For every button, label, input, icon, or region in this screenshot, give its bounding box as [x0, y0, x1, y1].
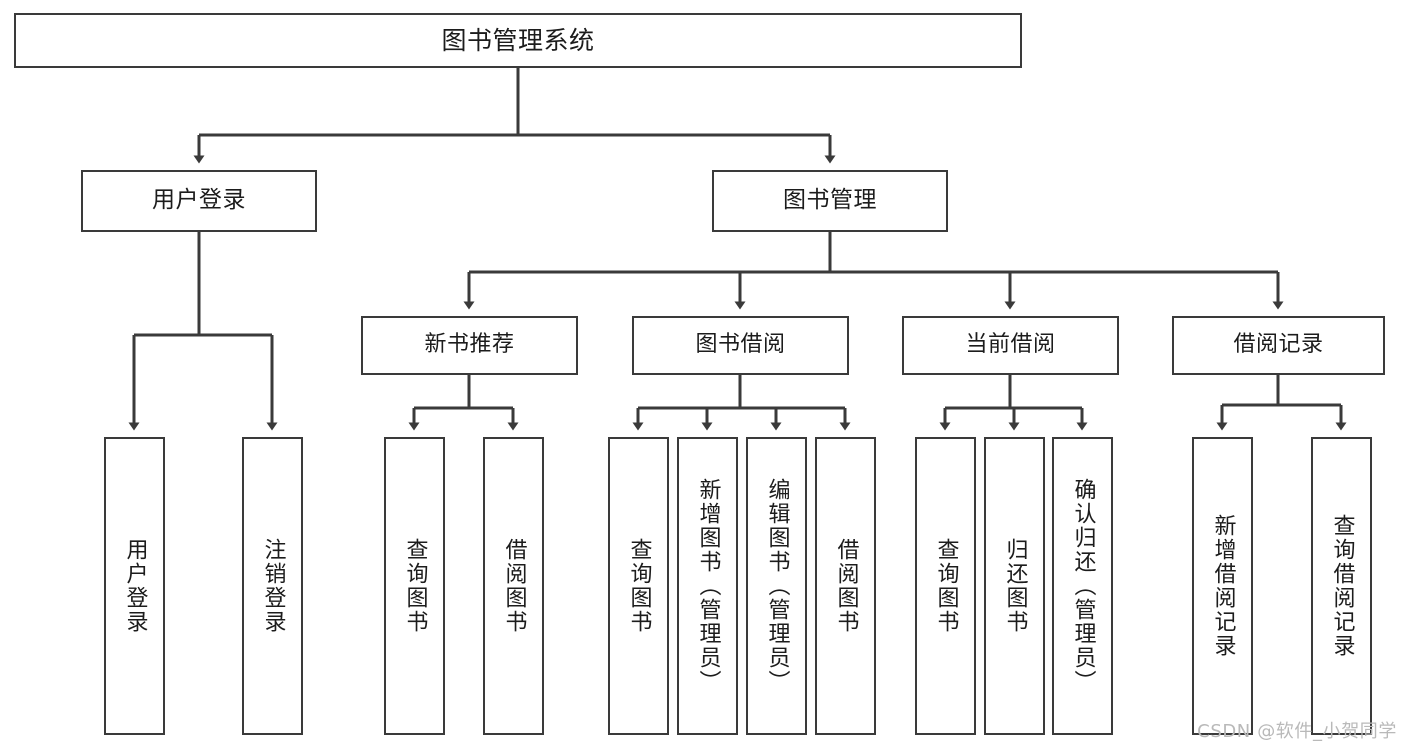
node-leaf-current-query-book[interactable]: 查询图书: [915, 437, 976, 735]
node-borrow-record-label: 借阅记录: [1233, 332, 1324, 358]
node-leaf-borrow-add-book-label: 新增图书（管理员）: [695, 478, 721, 694]
node-leaf-borrow-edit-book[interactable]: 编辑图书（管理员）: [746, 437, 807, 735]
node-leaf-borrow-borrow-book[interactable]: 借阅图书: [815, 437, 876, 735]
node-leaf-rec-borrow-book[interactable]: 借阅图书: [483, 437, 544, 735]
edge-borrow-record-to-leaves: [1216, 375, 1347, 431]
node-leaf-borrow-edit-book-label: 编辑图书（管理员）: [764, 478, 790, 694]
node-borrow-record[interactable]: 借阅记录: [1172, 316, 1385, 375]
node-leaf-record-add-label: 新增借阅记录: [1210, 514, 1236, 658]
node-leaf-current-confirm-return-label: 确认归还（管理员）: [1070, 478, 1096, 694]
node-current-borrow[interactable]: 当前借阅: [902, 316, 1119, 375]
node-user-login-label: 用户登录: [152, 187, 246, 214]
node-leaf-rec-query-book-label: 查询图书: [402, 538, 428, 634]
node-book-manage-label: 图书管理: [783, 187, 877, 214]
node-leaf-rec-borrow-book-label: 借阅图书: [501, 538, 527, 634]
node-leaf-current-confirm-return[interactable]: 确认归还（管理员）: [1052, 437, 1113, 735]
node-leaf-current-return-book[interactable]: 归还图书: [984, 437, 1045, 735]
node-leaf-user-login[interactable]: 用户登录: [104, 437, 165, 735]
node-leaf-record-query-label: 查询借阅记录: [1329, 514, 1355, 658]
node-new-book-recommend[interactable]: 新书推荐: [361, 316, 578, 375]
node-leaf-borrow-query-book-label: 查询图书: [626, 538, 652, 634]
node-leaf-user-login-label: 用户登录: [122, 538, 148, 634]
node-leaf-user-logout-label: 注销登录: [260, 538, 286, 634]
node-leaf-record-add[interactable]: 新增借阅记录: [1192, 437, 1253, 735]
node-book-manage[interactable]: 图书管理: [712, 170, 948, 232]
node-leaf-borrow-query-book[interactable]: 查询图书: [608, 437, 669, 735]
edge-current-borrow-to-leaves: [939, 375, 1088, 431]
csdn-watermark: CSDN @软件_小贺同学: [1197, 721, 1397, 742]
node-root-system[interactable]: 图书管理系统: [14, 13, 1022, 68]
node-new-book-recommend-label: 新书推荐: [424, 332, 515, 358]
node-leaf-current-query-book-label: 查询图书: [933, 538, 959, 634]
node-current-borrow-label: 当前借阅: [965, 332, 1056, 358]
node-leaf-borrow-add-book[interactable]: 新增图书（管理员）: [677, 437, 738, 735]
node-book-borrow[interactable]: 图书借阅: [632, 316, 849, 375]
node-user-login[interactable]: 用户登录: [81, 170, 317, 232]
node-book-borrow-label: 图书借阅: [695, 332, 786, 358]
node-leaf-record-query[interactable]: 查询借阅记录: [1311, 437, 1372, 735]
edge-root-to-level2: [193, 68, 836, 164]
edge-user-login-to-leaves: [128, 232, 278, 431]
node-leaf-borrow-borrow-book-label: 借阅图书: [833, 538, 859, 634]
node-leaf-current-return-book-label: 归还图书: [1002, 538, 1028, 634]
node-leaf-user-logout[interactable]: 注销登录: [242, 437, 303, 735]
edge-book-manage-to-level3: [463, 232, 1284, 310]
node-leaf-rec-query-book[interactable]: 查询图书: [384, 437, 445, 735]
edge-book-borrow-to-leaves: [632, 375, 851, 431]
node-root-system-label: 图书管理系统: [441, 25, 595, 55]
edge-new-book-rec-to-leaves: [408, 375, 519, 431]
